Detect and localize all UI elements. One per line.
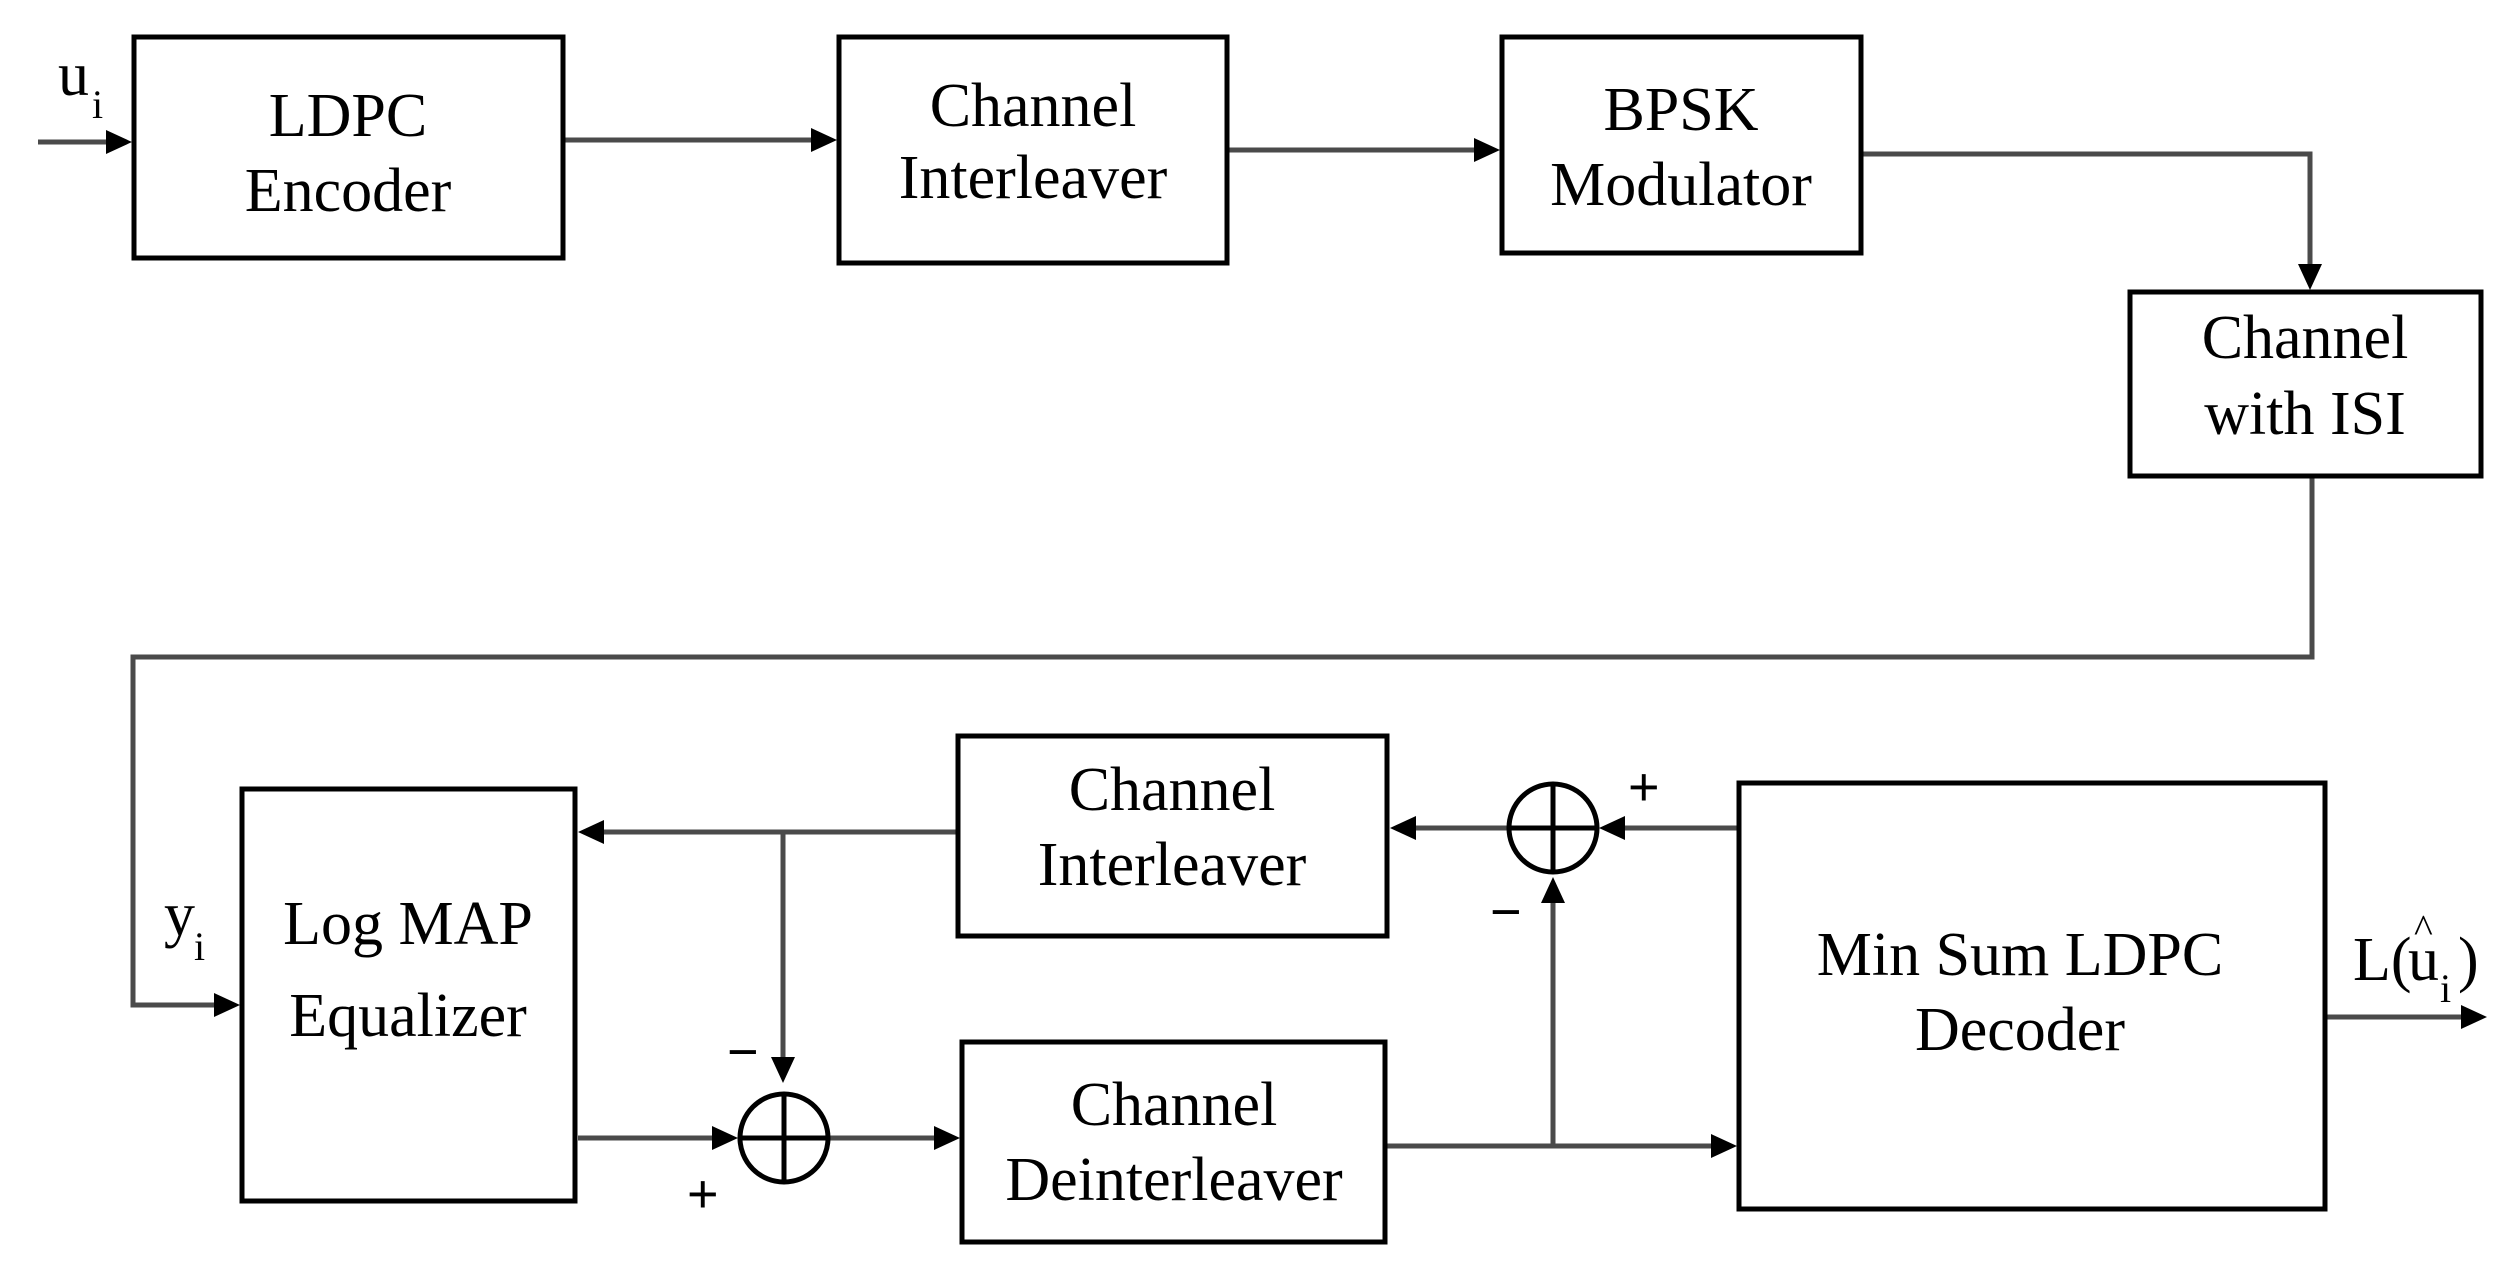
arrowhead: [578, 820, 604, 844]
equalizer-input-subscript: i: [194, 924, 205, 969]
arrowhead: [1541, 877, 1565, 903]
block-label-line1: Channel: [1071, 1071, 1278, 1139]
channel-deinterleaver-block: Channel Deinterleaver: [959, 1039, 1388, 1245]
arrowhead: [1599, 816, 1625, 840]
arrowhead: [1390, 816, 1416, 840]
ldpc-encoder-block: LDPC Encoder: [131, 34, 566, 261]
block-label-line1: BPSK: [1603, 76, 1758, 144]
block-label-line2: Interleaver: [1038, 831, 1307, 899]
arrowhead: [214, 993, 240, 1017]
block-label-line2: Equalizer: [289, 982, 527, 1050]
wire-channel-isi-to-equalizer: [130, 478, 2315, 1008]
minus-sign: −: [1490, 882, 1522, 942]
bpsk-modulator-block: BPSK Modulator: [1499, 34, 1864, 256]
channel-interleaver-block: Channel Interleaver: [836, 34, 1230, 266]
output-subscript: i: [2440, 966, 2451, 1011]
block-label-line2: Deinterleaver: [1005, 1146, 1343, 1214]
output-hat-accent: ^: [2414, 906, 2433, 951]
min-sum-ldpc-decoder-block: Min Sum LDPC Decoder: [1736, 780, 2328, 1212]
channel-with-isi-block: Channel with ISI: [2127, 289, 2484, 479]
block-label-line1: Min Sum LDPC: [1817, 921, 2224, 989]
minus-sign: −: [727, 1022, 759, 1082]
channel-interleaver-feedback-block: Channel Interleaver: [955, 733, 1390, 939]
upper-summing-junction: + −: [1490, 757, 1660, 942]
block-label-line1: Log MAP: [283, 890, 533, 958]
arrowhead: [811, 128, 837, 152]
block-label-line1: LDPC: [269, 82, 427, 150]
arrowhead: [2461, 1005, 2487, 1029]
block-label-line1: Channel: [930, 72, 1137, 140]
arrowhead: [934, 1126, 960, 1150]
arrowhead: [2298, 264, 2322, 290]
arrowhead: [1711, 1134, 1737, 1158]
input-label-ui: u i: [58, 41, 103, 127]
block-label-line2: Modulator: [1550, 151, 1812, 219]
equalizer-input-symbol: y: [164, 881, 195, 949]
block-label-line2: Decoder: [1915, 996, 2125, 1064]
arrowhead: [712, 1126, 738, 1150]
block-label-line2: with ISI: [2204, 380, 2406, 448]
wire-bpsk-to-channel-isi: [1861, 151, 2313, 268]
block-label-line2: Interleaver: [899, 144, 1168, 212]
log-map-equalizer-block: Log MAP Equalizer: [239, 786, 578, 1204]
output-symbol: u: [2408, 926, 2439, 994]
input-subscript: i: [92, 82, 103, 127]
input-symbol: u: [58, 41, 89, 109]
plus-sign: +: [687, 1164, 719, 1224]
output-label-llr: L( u ^ i ): [2353, 906, 2479, 1011]
block-label-line1: Channel: [1069, 756, 1276, 824]
output-prefix: L(: [2353, 926, 2412, 994]
arrowhead: [771, 1057, 795, 1083]
lower-summing-junction: − +: [687, 1022, 831, 1224]
arrowhead: [106, 130, 132, 154]
block-label-line1: Channel: [2202, 304, 2409, 372]
arrowhead: [1474, 138, 1500, 162]
plus-sign: +: [1628, 757, 1660, 817]
block-label-line2: Encoder: [245, 157, 452, 225]
equalizer-input-label-yi: y i: [164, 881, 205, 969]
output-suffix: ): [2458, 926, 2479, 994]
